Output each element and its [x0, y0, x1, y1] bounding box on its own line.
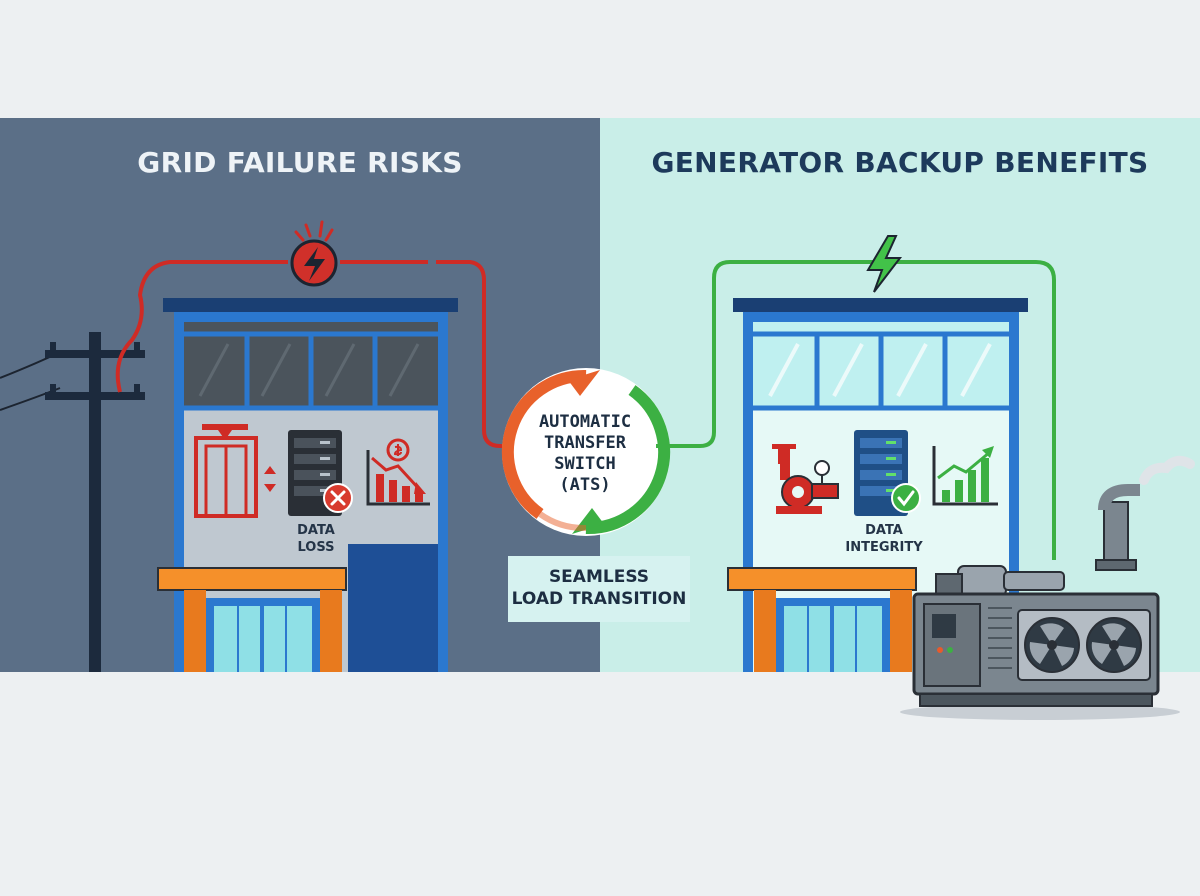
lightning-bolt-icon — [866, 235, 903, 293]
falling-revenue-chart-icon — [366, 438, 430, 506]
utility-pole-icon — [45, 332, 145, 672]
data-loss-label: DATA LOSS — [297, 523, 335, 555]
rising-chart-icon — [932, 446, 998, 506]
elevator-icon — [194, 424, 276, 518]
failed-power-wire — [115, 260, 516, 448]
right-panel-heading: GENERATOR BACKUP BENEFITS — [651, 146, 1149, 179]
generator-icon — [900, 455, 1195, 720]
server-error-icon — [288, 430, 353, 516]
left-panel-heading: GRID FAILURE RISKS — [137, 146, 463, 179]
server-ok-icon — [854, 430, 921, 516]
data-integrity-label: DATA INTEGRITY — [845, 523, 923, 555]
ats-switch-icon — [501, 368, 671, 536]
generator-power-wire — [656, 260, 1056, 560]
ats-label: AUTOMATIC TRANSFER SWITCH (ATS) — [538, 412, 632, 495]
water-pump-icon — [772, 444, 839, 514]
broken-power-icon — [290, 220, 338, 287]
seamless-load-transition-label: SEAMLESS LOAD TRANSITION — [508, 556, 690, 622]
